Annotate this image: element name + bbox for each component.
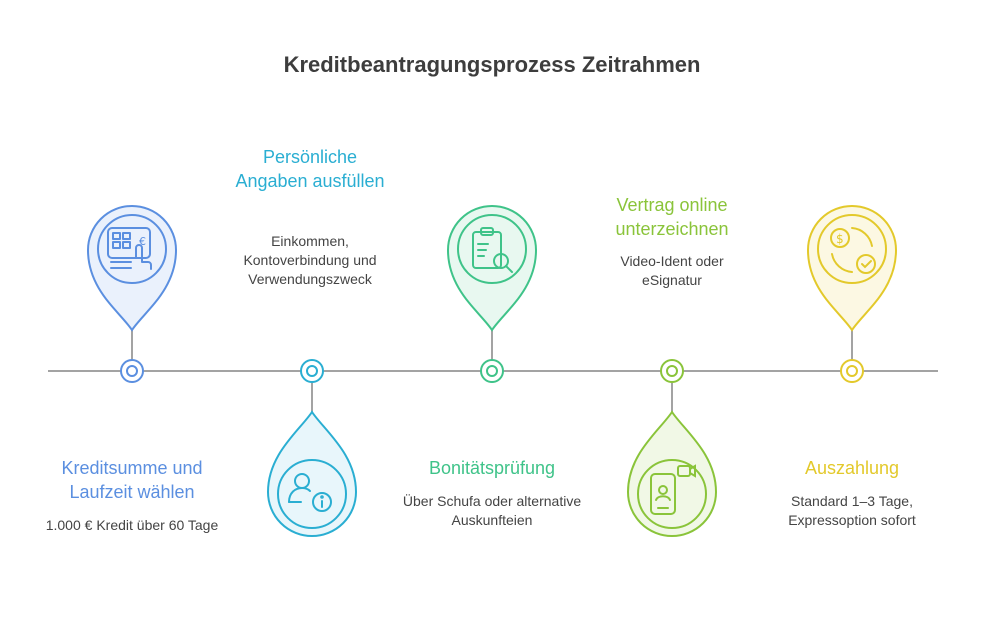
stage-4-pin: [626, 359, 718, 537]
page-title: Kreditbeantragungsprozess Zeitrahmen: [283, 52, 701, 77]
stage-4-description: Video-Ident oder eSignatur: [620, 253, 724, 288]
stage-3-pin: [446, 205, 538, 383]
stage-2-pin: [266, 359, 358, 537]
stage-4-heading: Vertrag online unterzeichnen: [615, 195, 729, 239]
stage-3-heading: Bonitätsprüfung: [428, 458, 556, 478]
phone-video-icon: [650, 464, 696, 515]
svg-text:$: $: [836, 232, 844, 246]
clipboard-search-icon: [472, 227, 513, 273]
calculator-hand-icon: €: [107, 227, 152, 270]
money-check-icon: $: [830, 227, 876, 274]
stage-3-description: Über Schufa oder alternative Auskunfteie…: [402, 493, 582, 528]
stage-2-heading: Persönliche Angaben ausfüllen: [235, 147, 385, 191]
person-info-icon: [288, 473, 332, 512]
stage-1-pin: €: [86, 205, 178, 383]
stage-5-heading: Auszahlung: [804, 458, 900, 478]
stage-1-description: 1.000 € Kredit über 60 Tage: [45, 517, 219, 533]
stage-2-description: Einkommen, Kontoverbindung und Verwendun…: [243, 233, 377, 287]
stage-1-heading: Kreditsumme und Laufzeit wählen: [61, 458, 203, 502]
stage-5-description: Standard 1–3 Tage, Expressoption sofort: [788, 493, 916, 528]
stage-5-pin: $: [806, 205, 898, 383]
svg-text:€: €: [139, 235, 146, 248]
